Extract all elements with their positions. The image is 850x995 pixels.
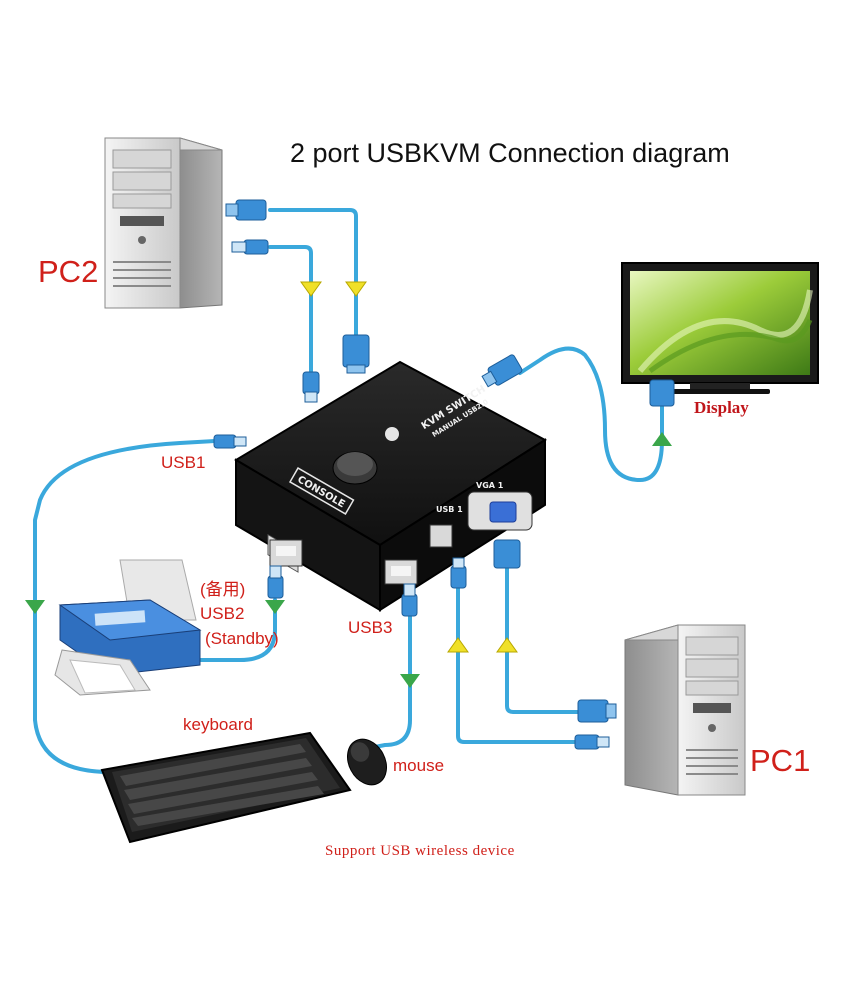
mouse-cable xyxy=(368,613,412,750)
diagram-title: 2 port USBKVM Connection diagram xyxy=(290,138,730,168)
vga-connector-icon xyxy=(577,699,617,723)
usb-connector-icon xyxy=(267,565,284,599)
arrow-green xyxy=(265,600,285,614)
mouse-icon xyxy=(347,738,387,786)
arrow-yellow xyxy=(496,637,518,653)
display-cable xyxy=(518,346,664,482)
cables xyxy=(33,208,664,774)
pc2-label: PC2 xyxy=(38,254,99,289)
arrow-green xyxy=(25,600,45,614)
vga-connector-icon xyxy=(649,379,675,407)
usb-connector-icon xyxy=(401,583,418,617)
vga-connector-icon xyxy=(481,354,523,388)
keyboard-cable xyxy=(33,439,217,774)
keyboard-icon xyxy=(100,731,352,844)
flow-arrows xyxy=(25,281,672,688)
arrow-yellow xyxy=(447,637,469,653)
usb-connector-icon xyxy=(231,239,269,255)
monitor-icon xyxy=(621,262,819,394)
usb2-standby-label: (Standby) xyxy=(205,629,279,648)
pc1-vga-cable xyxy=(505,563,580,714)
arrow-yellow xyxy=(345,281,367,297)
pc1-label: PC1 xyxy=(750,743,811,778)
vga1-label: VGA 1 xyxy=(476,481,504,490)
arrow-green xyxy=(652,432,672,446)
display-label: Display xyxy=(694,398,749,417)
usb2-prefix-label: (备用) xyxy=(200,580,246,599)
pc1-usb-cable xyxy=(456,583,577,744)
usb-connector-icon xyxy=(574,734,610,750)
kvm-switch-icon: CONSOLE KVM SWITCH MANUAL USB2.0 USB 1 V… xyxy=(234,360,547,612)
printer-cable xyxy=(198,598,277,662)
vga-connector-icon xyxy=(493,539,521,569)
support-note: Support USB wireless device xyxy=(325,843,515,859)
usb1-label: USB1 xyxy=(161,453,206,472)
printer-icon xyxy=(54,559,202,696)
usb-connector-icon xyxy=(450,557,467,589)
usb-connector-icon xyxy=(213,434,247,449)
usb-connector-icon xyxy=(302,371,320,403)
usb2-label: USB2 xyxy=(200,604,245,623)
usb-b-port xyxy=(429,524,453,548)
pc-tower-icon xyxy=(104,137,223,309)
pc-tower-icon xyxy=(624,624,746,796)
usb3-label: USB3 xyxy=(348,618,393,637)
vga-connector-icon xyxy=(342,334,370,374)
vga-connector-icon xyxy=(225,199,267,221)
pc2-vga-cable xyxy=(268,208,358,337)
arrow-green xyxy=(400,674,420,688)
keyboard-label: keyboard xyxy=(183,715,253,734)
usb1-label: USB 1 xyxy=(436,505,463,514)
arrow-yellow xyxy=(300,281,322,297)
mouse-label: mouse xyxy=(393,756,445,775)
pc2-usb-cable xyxy=(268,245,313,374)
